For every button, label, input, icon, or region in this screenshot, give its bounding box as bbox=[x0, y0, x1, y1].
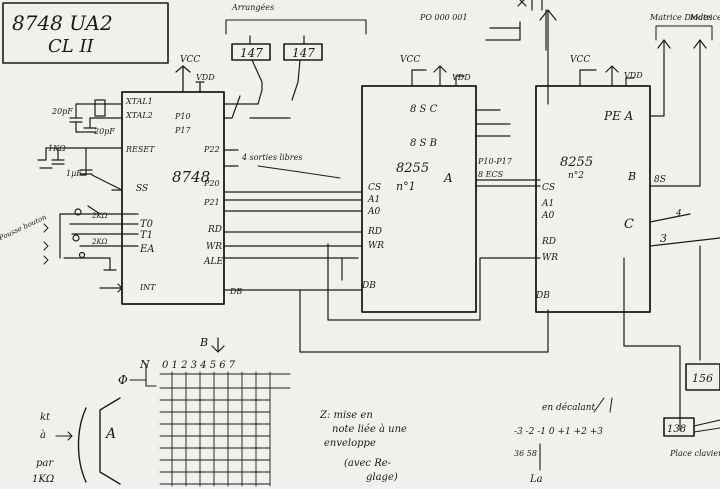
sheet-title: 8748 UA2 bbox=[12, 11, 113, 35]
matrix-b-label: B bbox=[199, 336, 208, 349]
ppi1-pin-wr: WR bbox=[368, 241, 384, 251]
ppi1-index: n°1 bbox=[396, 180, 416, 193]
ppi2-port-b: B bbox=[627, 170, 636, 183]
mcu-pin-reset: RESET bbox=[125, 145, 155, 154]
mcu-pin-ea: EA bbox=[139, 244, 155, 255]
mid-note1: Z: mise en bbox=[319, 410, 373, 421]
ppi2-vcc-label: VCC bbox=[570, 55, 590, 65]
left-note3: par bbox=[36, 458, 54, 469]
ppi2-bus-label2: 8 ECS bbox=[478, 170, 504, 179]
ppi2-pin-wr: WR bbox=[542, 253, 558, 263]
drivers-header: Arrangées bbox=[231, 3, 274, 12]
mcu-name: 8748 bbox=[172, 168, 210, 186]
ppi2-pin-cs: CS bbox=[542, 183, 555, 193]
ppi1-box bbox=[361, 85, 477, 313]
driver2-label: 147 bbox=[292, 46, 315, 60]
ppi2-vdd-label: VDD bbox=[624, 71, 643, 80]
ppi1-vdd-label: VDD bbox=[452, 73, 471, 82]
mcu-pin-p20: P20 bbox=[203, 179, 220, 188]
cap3-label: 1µF bbox=[66, 169, 82, 178]
ppi1-pin-a1: A1 bbox=[367, 195, 380, 205]
ppi2-pin-a0: A0 bbox=[541, 211, 554, 221]
mcu-pin-ale: ALE bbox=[203, 257, 223, 267]
right-box2-label: 138 bbox=[667, 424, 686, 435]
mcu-pin-db: DB bbox=[229, 287, 242, 296]
right-box2 bbox=[663, 417, 695, 437]
mcu-pin-xtal2: XTAL2 bbox=[125, 111, 153, 120]
ppi1-pin-cs: CS bbox=[368, 183, 381, 193]
ppi2-pin-rd: RD bbox=[541, 237, 556, 247]
mcu-pin-int: INT bbox=[139, 283, 156, 292]
mcu-port-note: 4 sorties libres bbox=[241, 153, 302, 162]
matrix-phi-label: Φ bbox=[118, 373, 128, 387]
mcu-8748-box bbox=[121, 91, 225, 305]
sheet-subtitle: CL II bbox=[48, 36, 95, 57]
ppi1-pin-db: DB bbox=[361, 281, 376, 291]
mcu-pin-p10: P10 bbox=[174, 112, 191, 121]
left-note2: à bbox=[40, 430, 46, 441]
ppi1-note-top: PO 000 001 bbox=[419, 13, 468, 22]
right-note: Place clavier bbox=[669, 449, 720, 458]
cap1-label: 20pF bbox=[51, 107, 73, 116]
left-note1: kt bbox=[40, 412, 51, 423]
ppi2-c-count2: 3 bbox=[660, 232, 667, 245]
ppi1-pin-a0: A0 bbox=[367, 207, 380, 217]
mcu-pin-p22: P22 bbox=[203, 145, 220, 154]
driver1-label: 147 bbox=[240, 46, 263, 60]
mcu-pin-t0: T0 bbox=[140, 219, 154, 230]
ppi1-port-b: 8 S B bbox=[410, 138, 437, 149]
top-right-note2: Matrice Clavier bbox=[689, 13, 720, 22]
ppi2-c-count: 4 bbox=[675, 209, 682, 219]
ppi1-vcc-label: VCC bbox=[400, 55, 420, 65]
ppi1-name: 8255 bbox=[396, 161, 429, 176]
ppi2-name: 8255 bbox=[560, 155, 593, 170]
matrix-grid bbox=[99, 371, 291, 487]
mcu-vdd-label: VDD bbox=[196, 73, 215, 82]
mid-note4: (avec Re- bbox=[344, 458, 392, 469]
right-box1 bbox=[685, 363, 720, 391]
right-box1-label: 156 bbox=[692, 372, 713, 385]
cap2-label: 20pF bbox=[93, 127, 115, 136]
ppi2-port-c: C bbox=[624, 217, 634, 232]
ppi1-port-a: A bbox=[443, 171, 453, 185]
ppi2-port-a: PE A bbox=[603, 109, 634, 123]
ppi2-bus-label: P10-P17 bbox=[477, 157, 513, 166]
title-box bbox=[2, 2, 169, 64]
ppi1-port-c: 8 S C bbox=[410, 104, 438, 115]
scale-title: en décalant bbox=[542, 402, 596, 413]
ppi2-pin-a1: A1 bbox=[541, 199, 554, 209]
mcu-pin-ss: SS bbox=[136, 184, 148, 194]
matrix-cols: 0 1 2 3 4 5 6 7 bbox=[162, 360, 236, 371]
mid-note5: glage) bbox=[366, 472, 398, 483]
left-note4: 1KΩ bbox=[32, 474, 54, 485]
ppi2-b-count: 8S bbox=[654, 175, 666, 185]
mcu-pin-p17: P17 bbox=[174, 126, 191, 135]
matrix-a-label: A bbox=[104, 426, 116, 442]
mcu-vcc-label: VCC bbox=[180, 55, 200, 65]
res3-label: 2KΩ bbox=[91, 238, 108, 246]
driver1-box bbox=[231, 43, 271, 61]
res2-label: 2KΩ bbox=[91, 212, 108, 220]
mcu-pin-wr: WR bbox=[206, 242, 222, 252]
mid-note2: note liée à une bbox=[332, 424, 407, 435]
ppi2-pin-db: DB bbox=[535, 291, 550, 301]
mcu-pin-rd: RD bbox=[207, 225, 222, 235]
ppi2-index: n°2 bbox=[568, 171, 584, 181]
mcu-pin-t1: T1 bbox=[140, 230, 153, 241]
scale-nums: 36 58 bbox=[514, 449, 537, 458]
driver2-box bbox=[283, 43, 323, 61]
mcu-pin-xtal1: XTAL1 bbox=[125, 97, 153, 106]
ppi1-pin-rd: RD bbox=[367, 227, 382, 237]
left-note: Pousse bouton bbox=[0, 213, 48, 243]
scale-a-label: La bbox=[529, 474, 543, 485]
mcu-pin-p21: P21 bbox=[203, 198, 220, 207]
top-right-note1: Matrice Diodes bbox=[649, 13, 712, 22]
matrix-n-label: N bbox=[139, 358, 150, 371]
ppi2-box bbox=[535, 85, 651, 313]
mid-note3: enveloppe bbox=[324, 438, 376, 449]
scale-row: -3 -2 -1 0 +1 +2 +3 bbox=[514, 427, 603, 437]
